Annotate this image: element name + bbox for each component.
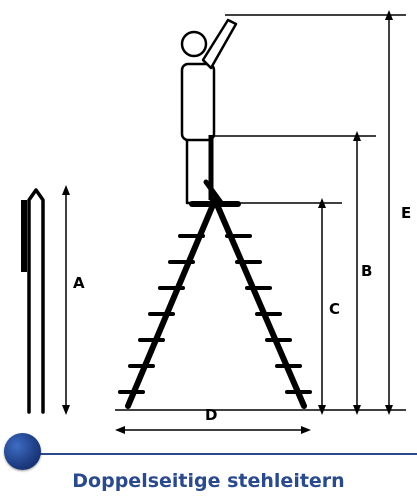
label-a: A <box>73 274 85 292</box>
folded-ladder-figure <box>21 188 45 414</box>
label-e: E <box>401 204 412 222</box>
label-b: B <box>361 262 373 280</box>
person-figure <box>180 18 238 205</box>
ladder-diagram <box>21 9 406 434</box>
bullet-dot-icon <box>4 433 41 470</box>
stepladder-figure <box>118 179 312 409</box>
reference-lines <box>115 14 406 411</box>
label-c: C <box>329 300 341 318</box>
footer-title: Doppelseitige stehleitern <box>72 470 345 492</box>
label-d: D <box>205 406 218 424</box>
footer-divider <box>22 453 417 455</box>
